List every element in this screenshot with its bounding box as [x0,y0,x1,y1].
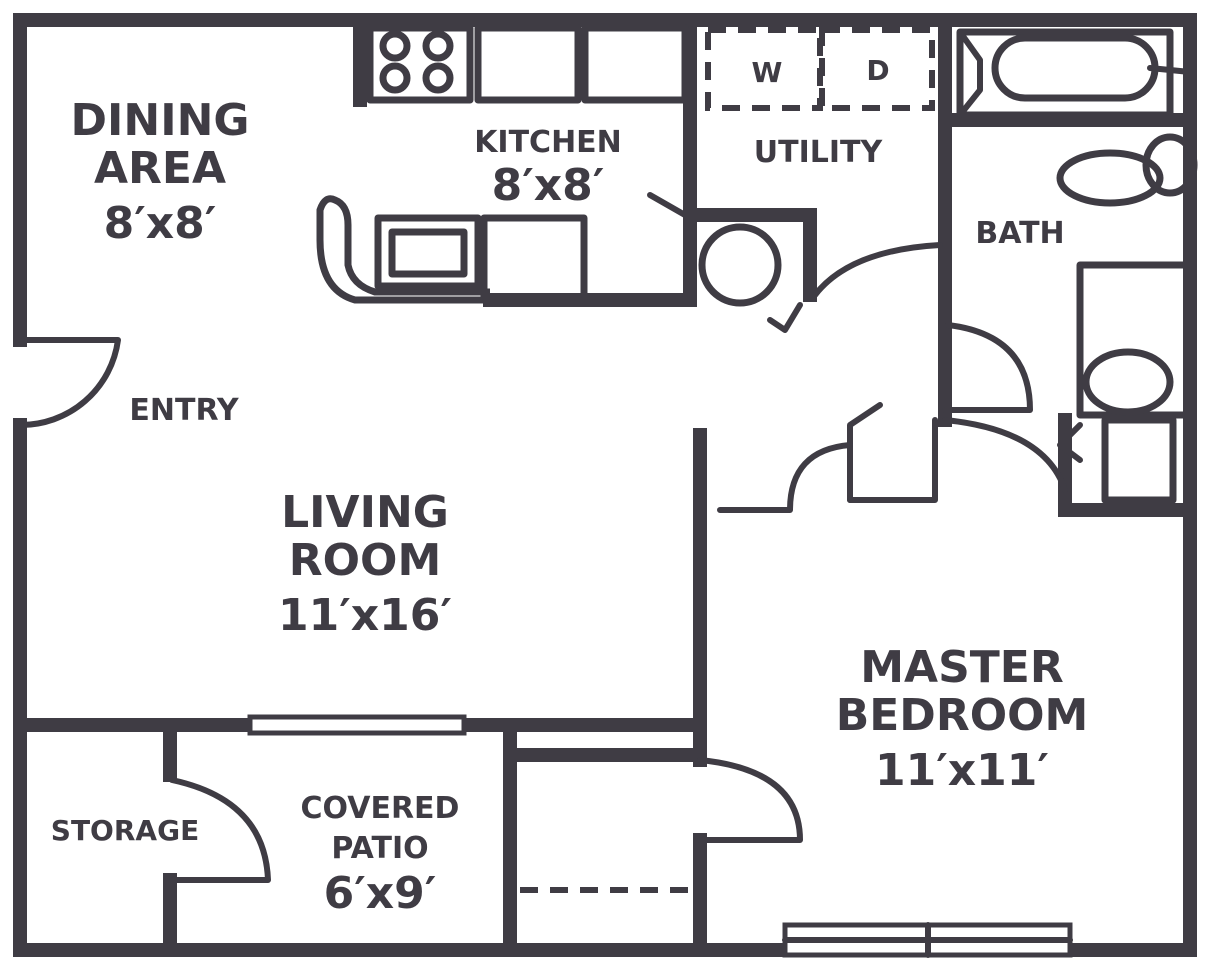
kitchen-fixtures [316,24,782,307]
patio-label-2: PATIO [331,831,428,866]
windows [247,714,1073,958]
interior-walls [13,13,1197,957]
vanity-sink-icon [1082,348,1174,416]
burner-icon [422,30,454,62]
washer-dryer [705,27,935,111]
burner-icon [379,30,411,62]
kitchen-size: 8′x8′ [492,160,605,211]
storage-label: STORAGE [51,814,199,847]
bath-fixtures [956,28,1198,504]
master-label-2: BEDROOM [836,690,1089,741]
bathtub-icon [991,34,1159,102]
sink-icon [388,228,468,278]
master-label-1: MASTER [860,642,1063,693]
utility-label: UTILITY [754,135,884,170]
living-size: 11′x16′ [278,590,452,641]
doors [17,192,1083,893]
dryer-label: D [866,54,889,87]
toilet-icon [1056,149,1164,207]
burner-icon [379,62,411,94]
water-heater-icon [698,223,782,307]
dining-label-1: DINING [70,95,249,146]
dining-size: 8′x8′ [104,198,217,249]
entry-label: ENTRY [129,393,240,428]
washer-label: W [752,56,783,89]
patio-label-1: COVERED [301,791,460,826]
bath-label: BATH [975,216,1064,251]
living-label-2: ROOM [289,535,441,586]
kitchen-label: KITCHEN [474,125,622,160]
burner-icon [422,62,454,94]
master-size: 11′x11′ [875,745,1049,796]
dining-label-2: AREA [94,143,226,194]
patio-size: 6′x9′ [324,868,437,919]
room-labels: DINING AREA 8′x8′ KITCHEN 8′x8′ W D UTIL… [51,54,1089,919]
living-label-1: LIVING [281,487,449,538]
